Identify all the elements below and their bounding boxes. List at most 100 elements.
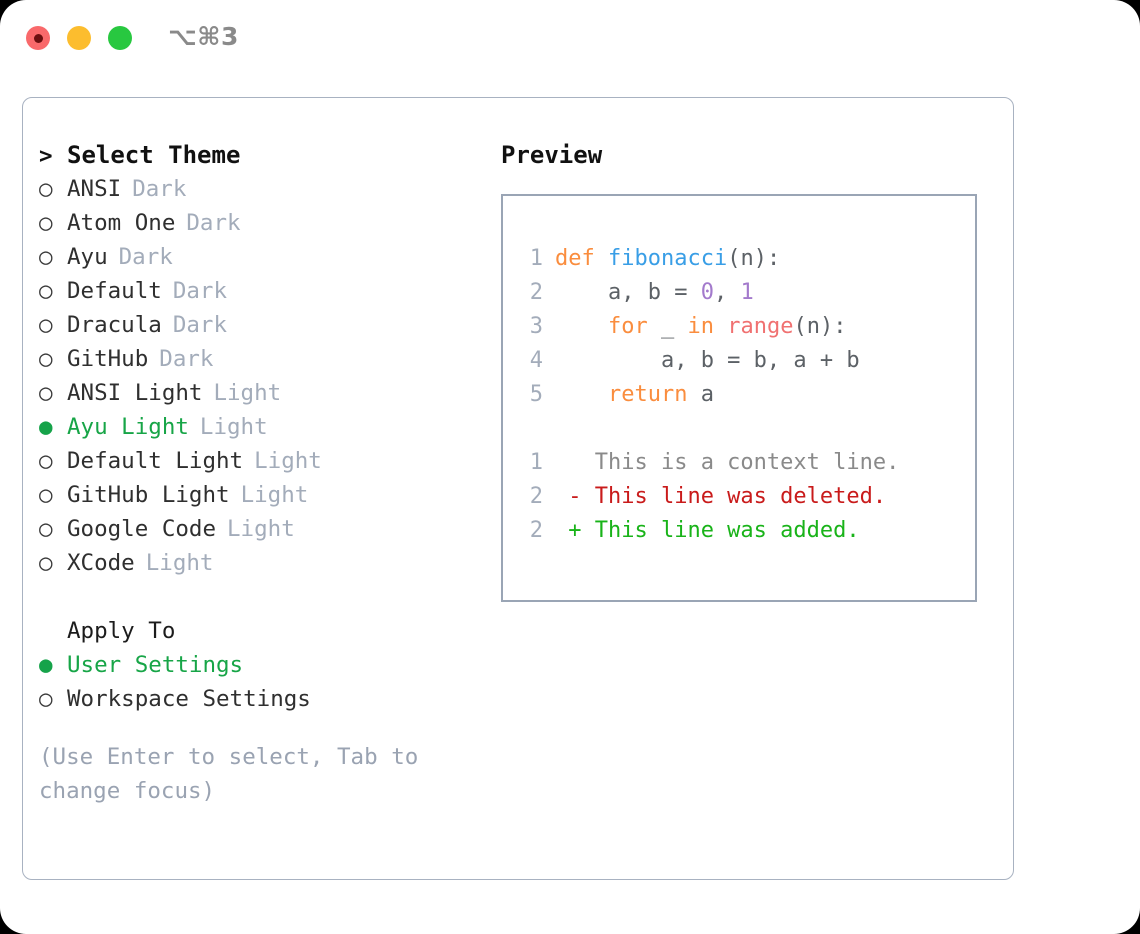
theme-option-tag: Light	[254, 448, 322, 474]
theme-option-label: Default Light	[67, 448, 244, 474]
code-token-plain	[714, 314, 727, 339]
theme-option-tag: Light	[240, 482, 309, 508]
theme-option-tag: Dark	[118, 244, 173, 270]
code-token-plain: a	[687, 382, 714, 407]
line-number: 4	[529, 348, 543, 373]
theme-option-label: Ayu	[67, 244, 108, 270]
code-line: 5 return a	[521, 378, 975, 412]
code-token-kw: def	[555, 246, 608, 271]
theme-option-tag: Dark	[172, 278, 228, 304]
code-token-plain: a, b = b, a + b	[555, 348, 860, 373]
code-line-content: a, b = b, a + b	[555, 344, 860, 378]
theme-option-github-light[interactable]: ○ GitHub Light Light	[39, 478, 489, 512]
diff-line-content: + This line was added.	[555, 518, 860, 543]
code-token-kw: for	[607, 314, 648, 339]
window-controls	[26, 26, 132, 50]
line-number: 1	[529, 246, 543, 271]
theme-option-default-light[interactable]: ○ Default Light Light	[39, 444, 489, 478]
diff-line-content: This is a context line.	[555, 450, 900, 475]
code-token-kw: in	[687, 314, 714, 339]
radio-unselected-icon: ○	[39, 516, 53, 542]
apply-to-option-user-settings[interactable]: ● User Settings	[39, 648, 489, 682]
close-button[interactable]	[26, 26, 50, 50]
code-token-plain	[555, 314, 608, 339]
radio-unselected-icon: ○	[39, 278, 53, 304]
radio-selected-icon: ●	[39, 652, 53, 678]
radio-unselected-icon: ○	[39, 686, 53, 712]
title-bar: ⌥⌘3	[0, 0, 1140, 76]
radio-unselected-icon: ○	[39, 312, 53, 338]
line-number: 5	[529, 382, 543, 407]
diff-line-ctx: 1 This is a context line.	[521, 446, 975, 480]
theme-list-heading: > Select Theme	[39, 138, 489, 172]
radio-unselected-icon: ○	[39, 210, 53, 236]
code-token-bi: range	[727, 314, 794, 339]
theme-list-heading-label: Select Theme	[67, 141, 241, 169]
code-token-plain: ,	[713, 280, 741, 305]
code-token-plain: a, b =	[555, 280, 701, 305]
code-line: 3 for _ in range(n):	[521, 310, 975, 344]
code-token-fn: fibonacci	[607, 246, 728, 271]
minimize-button[interactable]	[67, 26, 91, 50]
diff-line-content: - This line was deleted.	[555, 484, 887, 509]
line-number: 2	[529, 518, 543, 543]
line-number: 2	[529, 280, 543, 305]
apply-to-heading: Apply To	[39, 614, 489, 648]
theme-option-label: Dracula	[67, 312, 162, 338]
apply-to-heading-label: Apply To	[67, 618, 176, 644]
keyboard-hint-text: (Use Enter to select, Tab to change focu…	[39, 744, 419, 804]
code-token-plain: (n):	[793, 314, 847, 339]
theme-option-label: Ayu Light	[67, 414, 189, 440]
theme-option-label: Google Code	[67, 516, 217, 542]
radio-unselected-icon: ○	[39, 176, 53, 202]
radio-unselected-icon: ○	[39, 448, 53, 474]
diff-sample: 1 This is a context line. 2 - This line w…	[521, 446, 975, 548]
theme-option-label: ANSI Light	[67, 380, 203, 406]
code-line-content: return a	[555, 378, 714, 412]
theme-option-label: XCode	[67, 550, 135, 576]
radio-selected-icon: ●	[39, 414, 53, 440]
code-line-content: def fibonacci(n):	[555, 242, 780, 276]
line-number: 3	[529, 314, 543, 339]
radio-unselected-icon: ○	[39, 482, 53, 508]
keyboard-shortcut-label: ⌥⌘3	[168, 22, 239, 51]
line-number: 1	[529, 450, 543, 475]
radio-unselected-icon: ○	[39, 244, 53, 270]
theme-option-tag: Light	[145, 550, 214, 576]
prompt-caret-icon: >	[39, 143, 53, 169]
theme-option-ayu[interactable]: ○ Ayu Dark	[39, 240, 489, 274]
code-token-kw: return	[607, 382, 688, 407]
theme-option-tag: Light	[213, 380, 282, 406]
apply-to-option-workspace-settings[interactable]: ○ Workspace Settings	[39, 682, 489, 716]
apply-to-options: ● User Settings ○ Workspace Settings	[39, 648, 489, 716]
theme-option-tag: Dark	[132, 176, 187, 202]
code-token-num: 0	[700, 280, 714, 305]
theme-option-label: ANSI	[67, 176, 122, 202]
theme-option-tag: Dark	[186, 210, 241, 236]
maximize-button[interactable]	[108, 26, 132, 50]
code-line-content: a, b = 0, 1	[555, 276, 754, 310]
code-diff-separator	[521, 412, 975, 446]
theme-option-label: GitHub	[67, 346, 149, 372]
diff-line-add: 2 + This line was added.	[521, 514, 975, 548]
theme-option-label: GitHub Light	[67, 482, 230, 508]
theme-option-ansi[interactable]: ○ ANSI Dark	[39, 172, 489, 206]
apply-to-option-label: User Settings	[67, 652, 244, 678]
apply-to-option-label: Workspace Settings	[67, 686, 311, 712]
list-spacer	[39, 580, 489, 614]
radio-unselected-icon: ○	[39, 346, 53, 372]
